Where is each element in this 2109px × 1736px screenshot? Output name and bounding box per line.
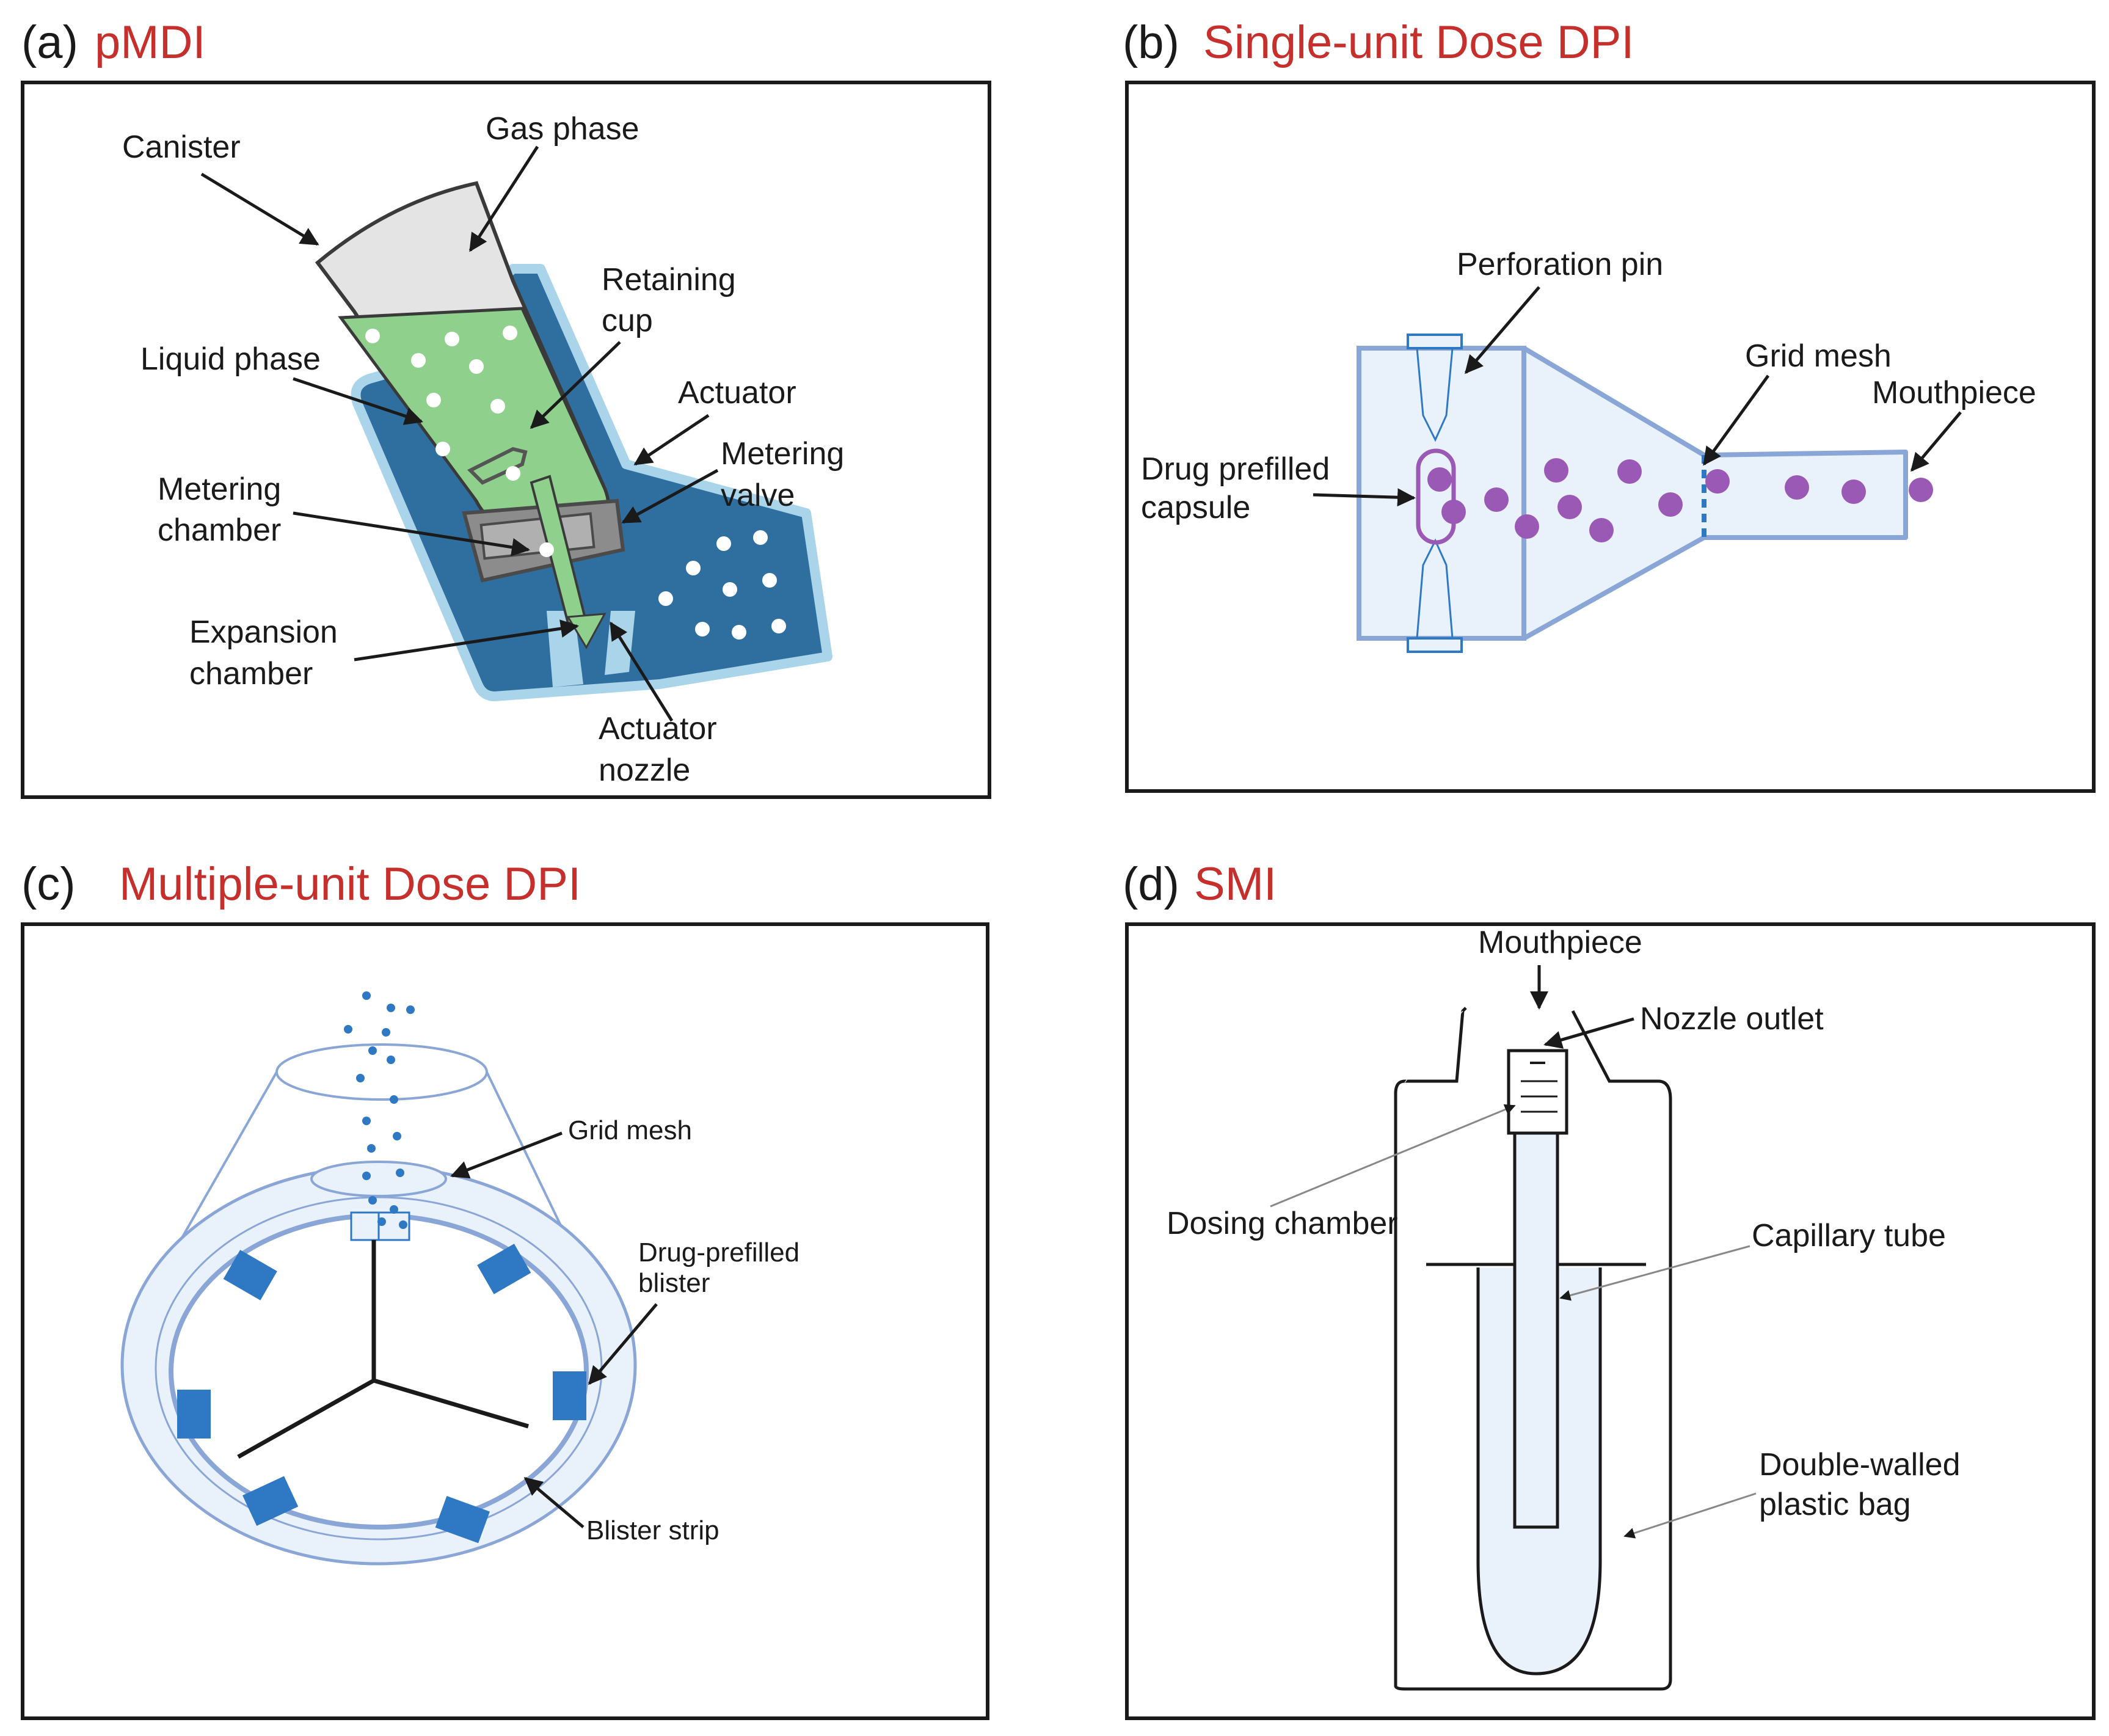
label-gas-phase: Gas phase [486,111,639,147]
panel-a: (a) pMDI [21,16,991,799]
label-nozzle-outlet: Nozzle outlet [1640,1001,1824,1037]
label-mouthpiece-d: Mouthpiece [1478,925,1642,960]
label-grid-mesh: Grid mesh [1745,338,1892,374]
label-drug-capsule-1: Drug prefilled [1141,451,1330,487]
panel-a-title: pMDI [95,16,206,68]
label-grid-mesh-c: Grid mesh [568,1115,692,1145]
label-liquid-phase: Liquid phase [140,341,321,377]
label-plastic-bag-1: Double-walled [1759,1447,1961,1483]
label-drug-capsule-2: capsule [1141,490,1250,525]
label-blister-2: blister [638,1268,710,1298]
liquid-bubbles [365,326,786,640]
panel-c-letter: (c) [21,858,76,910]
label-mouthpiece-b: Mouthpiece [1872,375,2036,410]
panel-b-letter: (b) [1123,16,1179,68]
blister-pockets [177,1244,586,1544]
label-expansion-chamber-2: chamber [189,656,313,691]
panel-c-title: Multiple-unit Dose DPI [119,858,581,910]
label-actuator: Actuator [678,375,796,410]
panel-d-title: SMI [1194,858,1277,910]
label-retaining-cup-1: Retaining [602,262,736,297]
panel-d: (d) SMI Mouthpiece Nozzle outlet Dosing … [1123,858,2096,1720]
label-perforation-pin: Perforation pin [1457,247,1663,282]
panel-a-letter: (a) [21,16,78,68]
blister-disk [120,1043,637,1566]
label-metering-chamber-1: Metering [158,472,281,507]
panel-c: (c) Multiple-unit Dose DPI [21,858,989,1720]
label-actuator-nozzle-2: nozzle [599,753,690,788]
panel-b-arrows [1313,286,1962,507]
label-plastic-bag-2: plastic bag [1759,1487,1911,1522]
label-blister-1: Drug-prefilled [638,1238,800,1267]
smi-device [1394,1007,1672,1691]
panel-a-arrows [200,145,719,722]
label-blister-strip: Blister strip [586,1515,719,1545]
label-metering-valve-1: Metering [721,436,844,472]
label-metering-valve-2: valve [721,478,795,513]
single-dose-inhaler [1357,334,1908,653]
powder-particles [344,991,415,1229]
label-capillary-tube: Capillary tube [1752,1218,1946,1253]
panel-d-arrows [1270,965,1757,1539]
panel-b-title: Single-unit Dose DPI [1203,16,1634,68]
panel-c-frame [21,922,989,1720]
drug-particles [1427,458,1933,542]
panel-b-frame [1125,81,2096,793]
panel-c-arrows [450,1131,658,1528]
panel-d-frame [1125,922,2096,1720]
label-dosing-chamber: Dosing chamber [1167,1206,1398,1241]
label-metering-chamber-2: chamber [158,512,281,548]
panel-a-frame [21,81,991,799]
label-expansion-chamber-1: Expansion [189,615,338,650]
panel-b: (b) Single-unit Dose DPI Perforation pin… [1123,16,2096,793]
panel-d-letter: (d) [1123,858,1179,910]
label-canister: Canister [122,129,241,165]
label-actuator-nozzle-1: Actuator [599,711,717,746]
label-retaining-cup-2: cup [602,303,653,338]
